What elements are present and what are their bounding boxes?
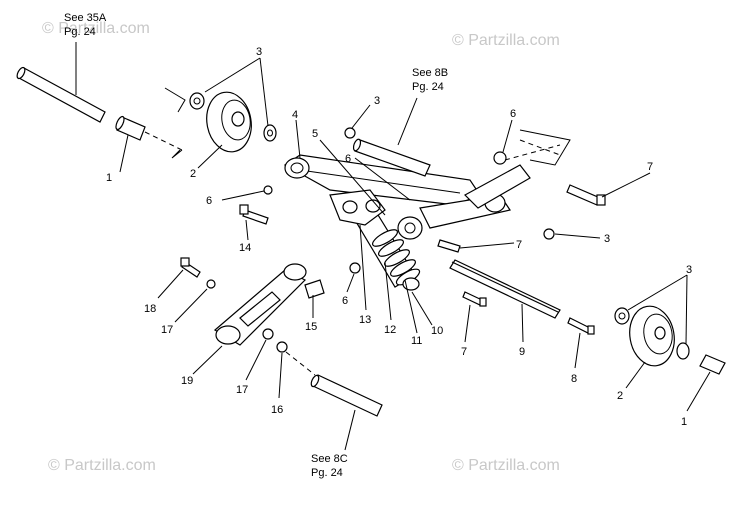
callout-9: 9 [519, 346, 525, 358]
left-outer-washer [263, 124, 277, 142]
nut-6-left [263, 185, 273, 195]
leader-lines [75, 42, 711, 451]
bolt-8 [567, 317, 591, 334]
lower-shaft-group [437, 239, 595, 335]
callout-4: 4 [292, 109, 298, 121]
watermark-top-left: © Partzilla.com [42, 20, 150, 37]
washer-17-lower [262, 328, 274, 340]
pivot-tube [464, 164, 531, 209]
upper-right-shaft-group [344, 127, 606, 240]
callout-3-right: 3 [604, 233, 610, 245]
callout-3-top-left: 3 [256, 46, 262, 58]
ref-8c-line2: Pg. 24 [311, 467, 343, 479]
right-outer-washer [676, 342, 690, 360]
nut-16 [276, 341, 288, 353]
right-spacer-bushing [699, 354, 726, 375]
lower-link-group [180, 185, 383, 417]
callout-16: 16 [271, 404, 283, 416]
callout-14: 14 [239, 242, 251, 254]
callout-15: 15 [305, 321, 317, 333]
callout-8: 8 [571, 373, 577, 385]
upper-a-arm [283, 154, 481, 206]
ref-35a-line2: Pg. 24 [64, 26, 96, 38]
right-idler-wheel [629, 305, 675, 367]
nut-6-lower [349, 262, 361, 274]
callout-13: 13 [359, 314, 371, 326]
lower-left-shaft [312, 374, 383, 417]
callout-7-lower: 7 [461, 346, 467, 358]
left-wheel-hub [231, 111, 245, 127]
callout-17-upper: 17 [161, 324, 173, 336]
callout-1-left: 1 [106, 172, 112, 184]
nut-6-right [493, 151, 507, 165]
watermark-bottom-left: © Partzilla.com [48, 457, 156, 474]
washer-17-upper [206, 279, 216, 289]
bolt-7-center [437, 239, 461, 253]
callout-2-right: 2 [617, 390, 623, 402]
ref-8b-line1: See 8B [412, 67, 448, 79]
left-axle-shaft [18, 67, 106, 123]
bushing-15 [304, 279, 325, 299]
watermark-top-right: © Partzilla.com [452, 32, 560, 49]
washer-3-right [543, 228, 555, 240]
callout-6-lower: 6 [342, 295, 348, 307]
right-washer [614, 307, 630, 325]
upper-pivot-bushing [397, 216, 423, 240]
callout-6-right: 6 [510, 108, 516, 120]
left-axle-end [16, 66, 26, 80]
small-washer-3 [344, 127, 356, 139]
callout-18: 18 [144, 303, 156, 315]
callout-6-left: 6 [206, 195, 212, 207]
ref-8c-line1: See 8C [311, 453, 348, 465]
callout-7-top-right: 7 [647, 161, 653, 173]
ref-8b-line2: Pg. 24 [412, 81, 444, 93]
callout-12: 12 [384, 324, 396, 336]
left-idler-wheel [206, 91, 252, 153]
left-axle-group [16, 66, 277, 159]
callout-2-left: 2 [190, 168, 196, 180]
callout-3-far-right: 3 [686, 264, 692, 276]
callout-19: 19 [181, 375, 193, 387]
left-washer [189, 92, 205, 110]
ref-35a-line1: See 35A [64, 12, 107, 24]
callout-10: 10 [431, 325, 443, 337]
watermark-bottom-right: © Partzilla.com [452, 457, 560, 474]
callout-5: 5 [312, 128, 318, 140]
callout-1-right: 1 [681, 416, 687, 428]
suspension-arm-group [283, 154, 531, 291]
callout-3-upper: 3 [374, 95, 380, 107]
callout-6-upper: 6 [345, 153, 351, 165]
callout-17-lower: 17 [236, 384, 248, 396]
bolt-7-middle [462, 291, 483, 306]
right-wheel-group [614, 305, 726, 375]
callout-7-middle: 7 [516, 239, 522, 251]
bolt-7-top [566, 184, 601, 206]
callout-11: 11 [411, 335, 422, 347]
shock-spring [372, 229, 421, 286]
